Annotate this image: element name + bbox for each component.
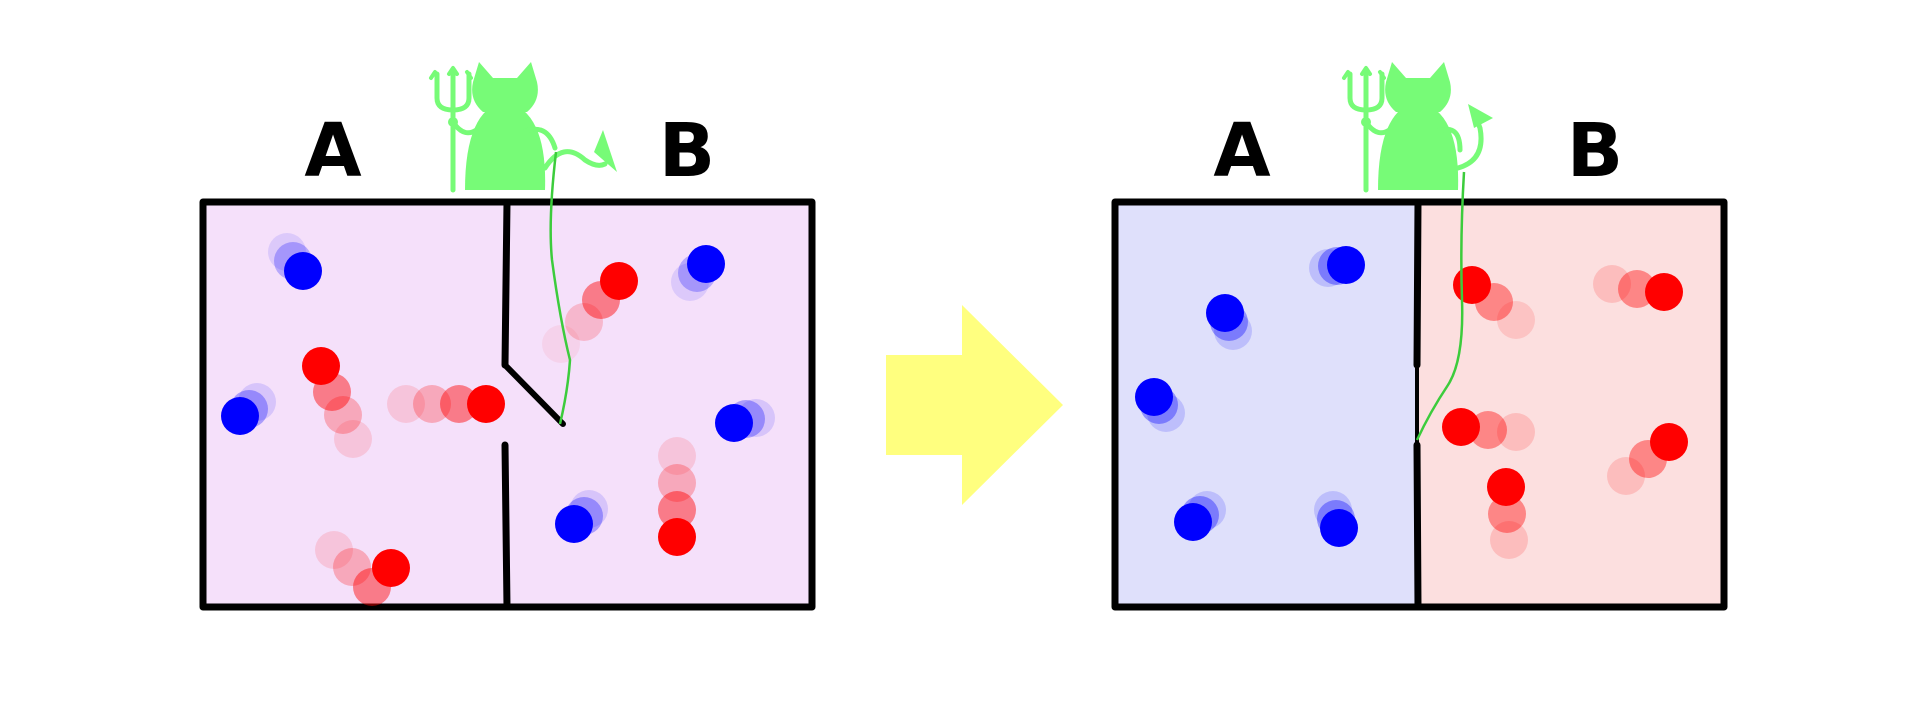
maxwell-demon-icon <box>429 62 617 193</box>
label-a-before: A <box>304 108 361 194</box>
blue-particle <box>1320 509 1358 547</box>
red-particle-trail <box>1497 413 1535 451</box>
red-particle-trail <box>1488 495 1526 533</box>
particles-before <box>221 233 775 606</box>
maxwell-demon-icon <box>1342 62 1493 193</box>
demon-before <box>429 62 617 425</box>
blue-particle <box>221 397 259 435</box>
red-particle-trail <box>1497 301 1535 339</box>
label-b-before: B <box>659 108 715 194</box>
red-particle <box>1650 423 1688 461</box>
label-a-after: A <box>1213 108 1270 194</box>
open-door <box>502 362 566 427</box>
red-particle-trail <box>658 464 696 502</box>
red-particle-trail <box>387 385 425 423</box>
before-panel: A B <box>199 62 816 611</box>
partition-upper <box>501 198 511 369</box>
partition-upper <box>1413 198 1422 369</box>
blue-particle <box>1135 378 1173 416</box>
blue-particle <box>555 505 593 543</box>
red-particle-trail <box>1607 457 1645 495</box>
red-particle-trail <box>413 385 451 423</box>
blue-particle <box>1327 246 1365 284</box>
red-particle <box>1645 273 1683 311</box>
red-particle <box>1442 408 1480 446</box>
red-particle-trail <box>1593 265 1631 303</box>
red-particle-trail <box>334 420 372 458</box>
label-b-after: B <box>1567 108 1623 194</box>
blue-particle <box>687 245 725 283</box>
red-particle <box>1453 266 1491 304</box>
blue-particle <box>1206 294 1244 332</box>
red-particle <box>1487 468 1525 506</box>
blue-particle <box>715 404 753 442</box>
demon-after <box>1342 62 1493 441</box>
red-particle-trail <box>565 303 603 341</box>
blue-particle <box>1174 503 1212 541</box>
red-particle <box>372 549 410 587</box>
red-particle-trail <box>324 396 362 434</box>
door-string <box>549 151 572 425</box>
red-particle-trail <box>440 385 478 423</box>
red-particle <box>658 518 696 556</box>
blue-particle <box>284 252 322 290</box>
right-arrow-icon <box>886 305 1063 505</box>
red-particle-trail <box>315 531 353 569</box>
particles-after <box>1135 246 1688 559</box>
red-particle-trail <box>542 325 580 363</box>
red-particle-trail <box>658 437 696 475</box>
red-particle <box>467 385 505 423</box>
red-particle <box>302 347 340 385</box>
after-right-chamber <box>1418 202 1724 607</box>
after-panel: A B <box>1111 62 1728 611</box>
partition-lower <box>1413 441 1422 611</box>
red-particle-trail <box>333 548 371 586</box>
red-particle <box>600 262 638 300</box>
partition-lower <box>501 441 511 611</box>
red-particle-trail <box>1490 521 1528 559</box>
door-string <box>1415 171 1466 441</box>
red-particle-trail <box>658 491 696 529</box>
